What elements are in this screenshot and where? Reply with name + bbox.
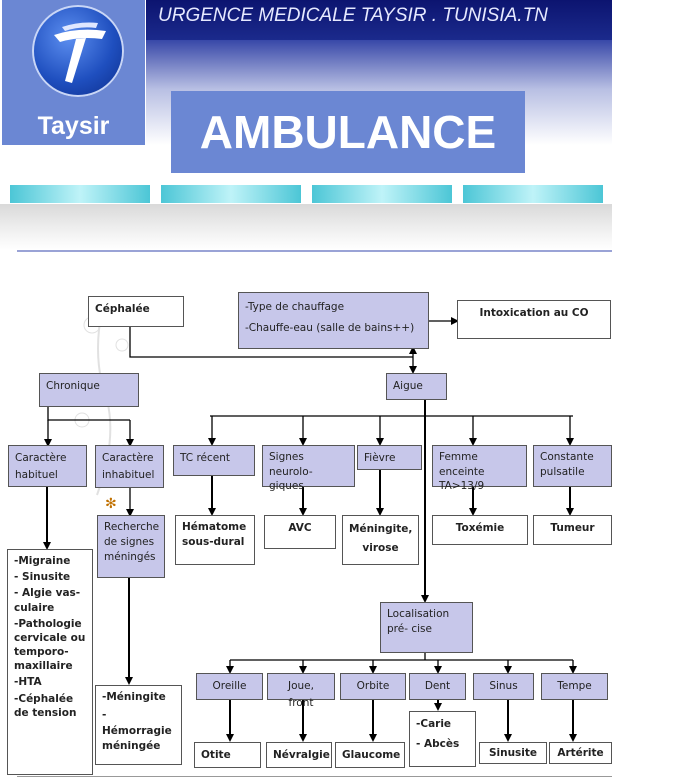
- node-signes-neuro: Signes neurolo- giques: [262, 445, 355, 492]
- node-toxemie: Toxémie: [432, 515, 528, 545]
- dent-result-item: - Abcès: [416, 737, 460, 750]
- node-dent-results: -Carie - Abcès: [409, 711, 476, 767]
- node-joue-front: Joue, front: [267, 673, 335, 709]
- logo-emblem-icon: [32, 5, 124, 97]
- node-glaucome: Glaucome: [335, 742, 405, 768]
- top-bar: [146, 0, 612, 40]
- cause-item: - Algie vas- culaire: [14, 587, 81, 614]
- node-aigue: Aigue: [386, 373, 447, 400]
- node-fievre: Fièvre: [357, 445, 422, 470]
- node-oreille: Oreille: [196, 673, 263, 700]
- node-hematome: Hématome sous-dural: [175, 515, 255, 565]
- nav-tab-1[interactable]: [10, 185, 150, 203]
- cause-item: -HTA: [14, 676, 42, 689]
- meningite-item: -Hémorragie méningée: [102, 708, 172, 753]
- asterisk-icon: ✻: [105, 496, 117, 512]
- node-sinusite: Sinusite: [479, 742, 547, 764]
- node-sinus: Sinus: [473, 673, 534, 700]
- node-intoxication: Intoxication au CO: [457, 300, 611, 339]
- node-localisation: Localisation pré- cise: [380, 602, 473, 653]
- node-meningite-list: -Méningite -Hémorragie méningée: [95, 685, 182, 765]
- logo-text: Taysir: [37, 112, 110, 140]
- node-chronic-causes: -Migraine - Sinusite - Algie vas- culair…: [7, 549, 93, 775]
- meningite-item: -Méningite: [102, 691, 166, 703]
- bottom-divider: [17, 776, 612, 777]
- nav-tab-4[interactable]: [463, 185, 603, 203]
- node-meningite-virose: Méningite, virose: [342, 515, 419, 565]
- node-otite: Otite: [194, 742, 261, 768]
- node-recherche: Recherche de signes méningés: [97, 515, 165, 578]
- node-arterite: Artérite: [549, 742, 612, 764]
- cause-item: -Migraine: [14, 555, 71, 567]
- header-grey-band: [0, 204, 612, 250]
- logo-t-icon: [54, 22, 106, 83]
- dent-result-item: -Carie: [416, 718, 452, 730]
- cause-item: -Pathologie cervicale ou temporo- maxill…: [14, 617, 86, 673]
- node-tumeur: Tumeur: [533, 515, 612, 545]
- node-chronique: Chronique: [39, 373, 139, 407]
- ambulance-banner: AMBULANCE: [171, 91, 525, 173]
- node-constante-pulsatile: Constante pulsatile: [533, 445, 612, 487]
- chauffage-line-1: -Type de chauffage: [245, 301, 345, 313]
- ambulance-banner-text: AMBULANCE: [199, 106, 497, 158]
- node-nevralgie: Névralgie: [266, 742, 332, 768]
- logo[interactable]: Taysir: [2, 0, 145, 145]
- cause-item: - Sinusite: [14, 571, 71, 584]
- nav-tab-2[interactable]: [161, 185, 301, 203]
- node-inhabituel: Caractère inhabituel: [95, 445, 164, 488]
- nav-tab-3[interactable]: [312, 185, 452, 203]
- node-tc-recent: TC récent: [173, 445, 255, 476]
- node-femme-enceinte: Femme enceinte TA>13/9: [432, 445, 527, 492]
- site-header: Taysir URGENCE MEDICALE TAYSIR . TUNISIA…: [0, 0, 612, 252]
- node-avc: AVC: [264, 515, 336, 549]
- node-orbite: Orbite: [340, 673, 406, 700]
- header-divider: [17, 250, 612, 252]
- node-dent: Dent: [409, 673, 466, 700]
- node-tempe: Tempe: [541, 673, 608, 700]
- cause-item: -Céphalée de tension: [14, 692, 77, 719]
- node-cephalee: Céphalée: [88, 296, 184, 327]
- chauffage-line-2: -Chauffe-eau (salle de bains++): [245, 322, 415, 334]
- node-chauffage: -Type de chauffage -Chauffe-eau (salle d…: [238, 292, 429, 349]
- site-title[interactable]: URGENCE MEDICALE TAYSIR . TUNISIA.TN: [158, 5, 548, 26]
- node-habituel: Caractère habituel: [8, 445, 87, 487]
